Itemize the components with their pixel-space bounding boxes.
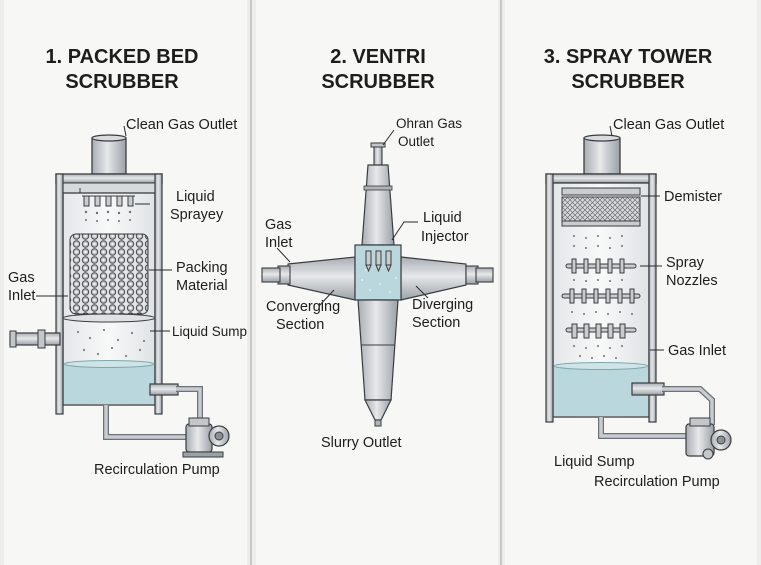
label-spray-nozzles: Nozzles: [666, 273, 718, 289]
label-demister: Demister: [664, 189, 722, 205]
gas-inlet-pipe: [9, 332, 61, 346]
outlet-stack: [583, 137, 621, 175]
slurry-outlet: [374, 419, 382, 427]
demister: [561, 196, 641, 222]
liquid-injectors: [365, 250, 392, 273]
label-liquid-injector: Injector: [421, 229, 469, 245]
gas-inlet-pipe: [631, 382, 665, 396]
packed-bed-scrubber: 1. PACKED BED SCRUBBER: [8, 46, 247, 478]
panel-title: 3. SPRAY TOWER: [544, 46, 713, 68]
label-converging-section: Converging: [266, 299, 340, 315]
label-gas-inlet: Inlet: [8, 288, 35, 304]
label-clean-gas-outlet: Ohran Gas: [396, 116, 462, 131]
label-gas-inlet: Gas Inlet: [668, 343, 726, 359]
panel-title: SCRUBBER: [571, 71, 685, 93]
label-liquid-sump: Liquid Sump: [172, 324, 247, 339]
vertical-column: [361, 164, 395, 246]
label-converging-section: Section: [276, 317, 324, 333]
label-diverging-section: Diverging: [412, 297, 473, 313]
spray-tower-scrubber: 3. SPRAY TOWER SCRUBBER: [544, 46, 732, 490]
label-diverging-section: Section: [412, 315, 460, 331]
spray-nozzles: [561, 258, 641, 339]
label-liquid-sump: Liquid Sump: [554, 454, 635, 470]
label-clean-gas-outlet: Clean Gas Outlet: [613, 117, 724, 133]
label-slurry-outlet: Slurry Outlet: [321, 435, 402, 451]
panel-title: SCRUBBER: [65, 71, 179, 93]
label-gas-inlet: Inlet: [265, 235, 292, 251]
gas-inlet-pipe: [261, 267, 281, 283]
label-gas-inlet: Gas: [265, 217, 292, 233]
panel-title: 1. PACKED BED: [46, 46, 199, 68]
label-recirculation-pump: Recirculation Pump: [594, 474, 720, 490]
recirculation-pump: [182, 417, 230, 458]
liquid-sump: [64, 364, 154, 404]
recirculation-pump: [685, 417, 732, 460]
label-packing-material: Material: [176, 278, 228, 294]
packing-material: [69, 233, 149, 315]
label-liquid-sprayer: Sprayey: [170, 207, 224, 223]
label-clean-gas-outlet: Outlet: [398, 134, 434, 149]
panel-title: SCRUBBER: [321, 71, 435, 93]
label-spray-nozzles: Spray: [666, 255, 705, 271]
label-clean-gas-outlet: Clean Gas Outlet: [126, 117, 237, 133]
label-liquid-sprayer: Liquid: [176, 189, 215, 205]
label-liquid-injector: Liquid: [423, 210, 462, 226]
lower-column: [357, 299, 399, 401]
panel-title: 2. VENTRI: [330, 46, 426, 68]
label-packing-material: Packing: [176, 260, 228, 276]
label-recirculation-pump: Recirculation Pump: [94, 462, 220, 478]
label-gas-inlet: Gas: [8, 270, 35, 286]
venturi-scrubber: 2. VENTRI SCRUBBER: [261, 46, 494, 451]
spray-nozzles: [82, 195, 135, 207]
outlet-stack: [91, 137, 127, 175]
